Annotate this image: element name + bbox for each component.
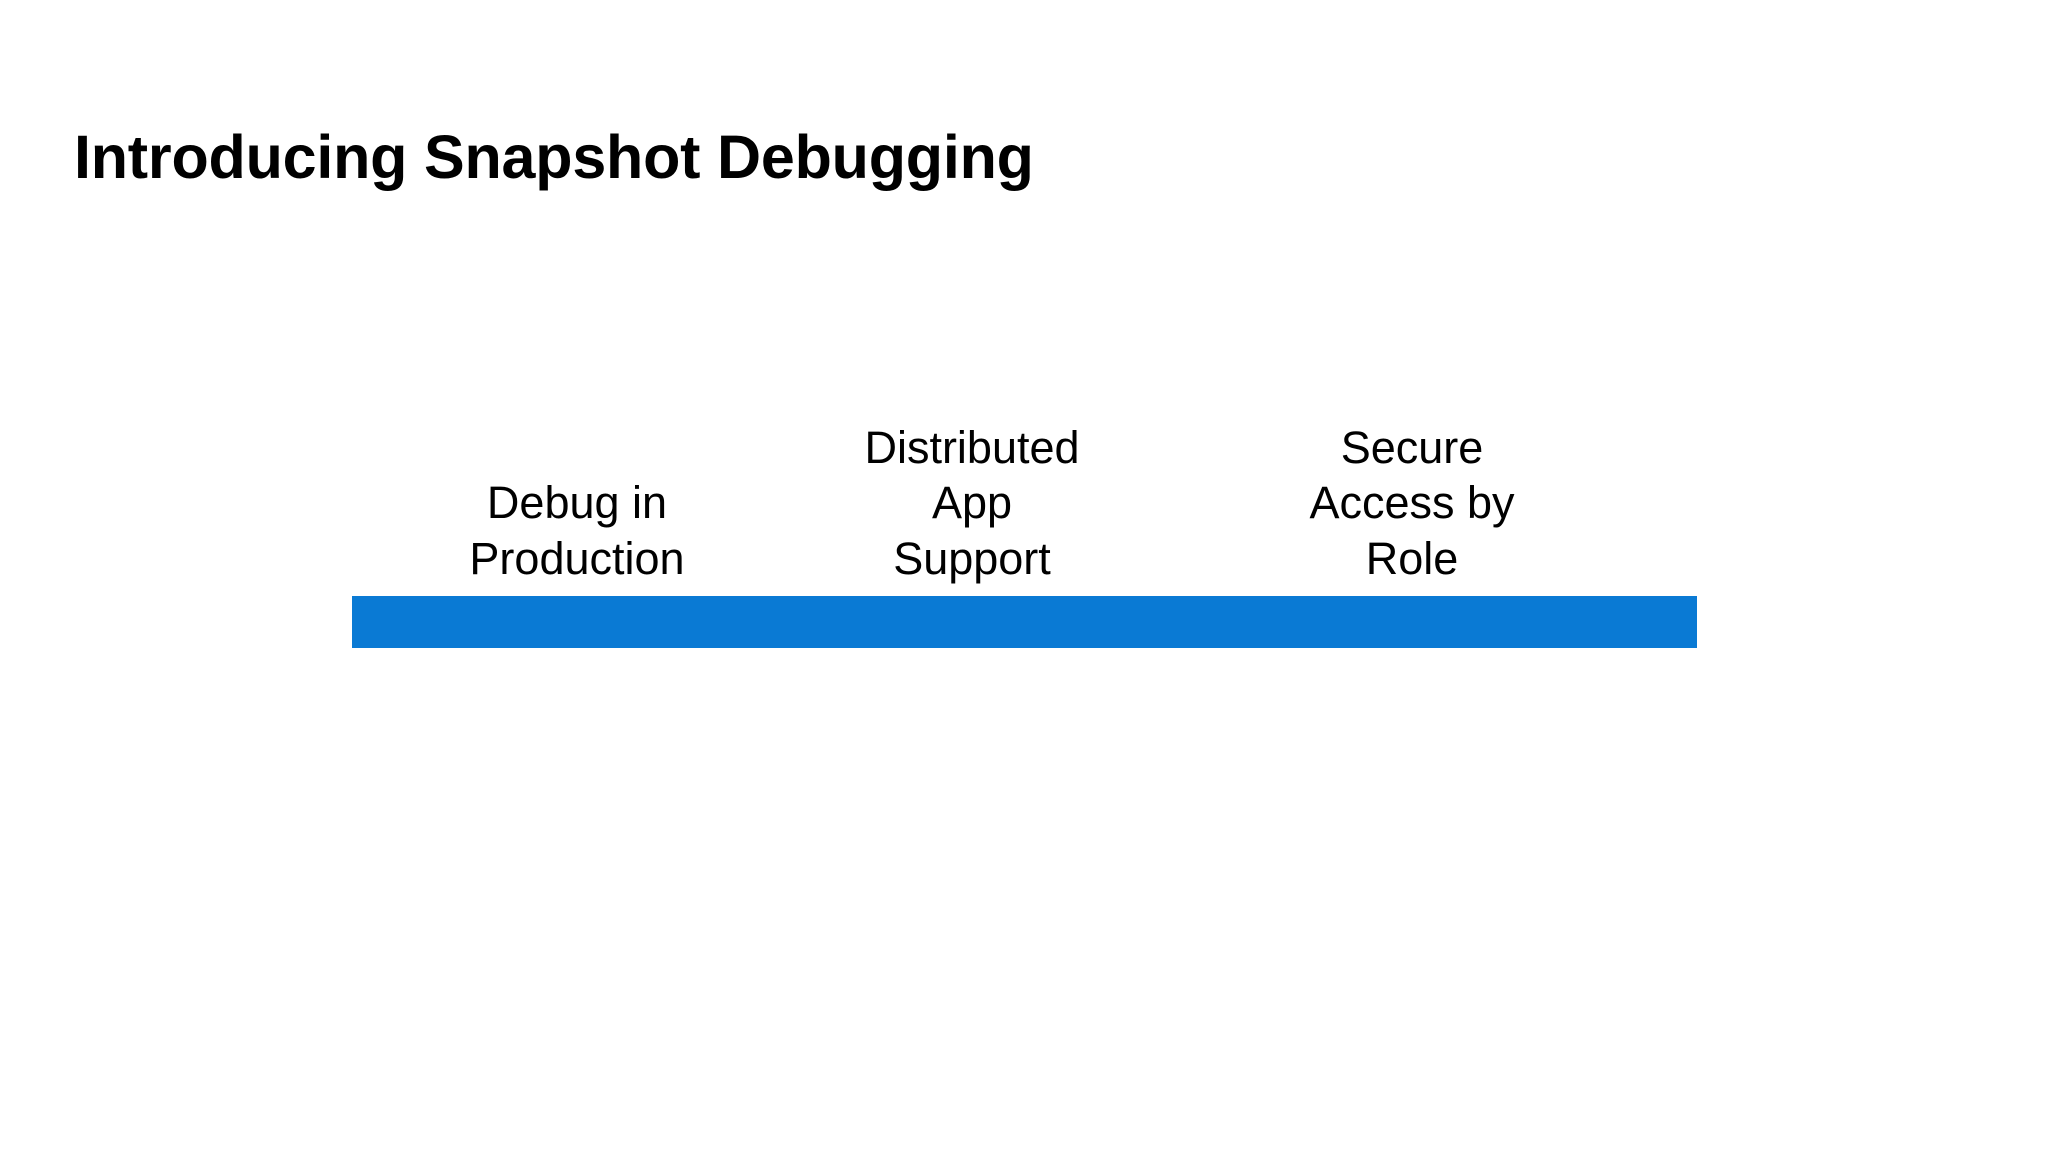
pillar-debug-in-production[interactable]: Debug in Production <box>362 475 792 596</box>
page-title: Introducing Snapshot Debugging <box>74 122 1034 191</box>
pillar-distributed-app-support[interactable]: Distributed App Support <box>812 420 1132 596</box>
accent-base-bar <box>352 596 1697 648</box>
pillar-label: Secure Access by Role <box>1309 421 1515 584</box>
pillar-label-row: Debug in Production Distributed App Supp… <box>352 300 1697 596</box>
pillar-diagram: Debug in Production Distributed App Supp… <box>352 300 1697 648</box>
pillar-label: Debug in Production <box>469 477 685 584</box>
pillar-secure-access-by-role[interactable]: Secure Access by Role <box>1232 420 1592 596</box>
pillar-label: Distributed App Support <box>864 421 1080 584</box>
